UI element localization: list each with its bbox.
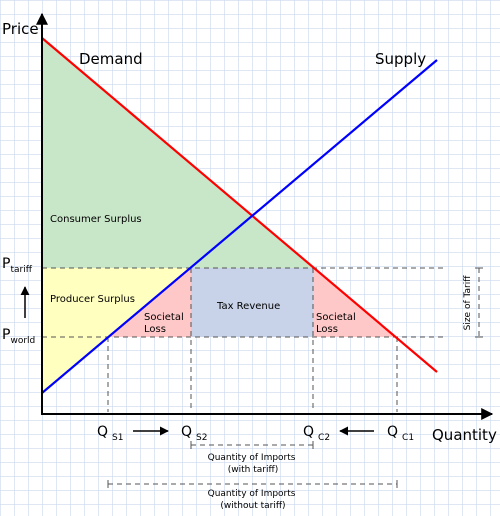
producer-surplus-region	[42, 268, 191, 337]
imports-without-tariff-line1: Quantity of Imports	[208, 489, 296, 499]
qc1-label: Q C1	[387, 424, 414, 443]
qc2-sub: C2	[318, 433, 330, 443]
qc2-main: Q	[303, 424, 314, 440]
demand-label: Demand	[79, 50, 143, 68]
supply-curve	[41, 59, 438, 394]
qs1-main: Q	[97, 424, 108, 440]
p-tariff-label: Ptariff	[2, 256, 33, 275]
qs2-label: Q S2	[181, 424, 207, 443]
qc1-sub: C1	[402, 433, 414, 443]
consumer-surplus-label: Consumer Surplus	[50, 214, 142, 225]
size-of-tariff-label: Size of Tariff	[463, 275, 473, 331]
producer-surplus-label: Producer Surplus	[50, 294, 135, 305]
imports-with-tariff-label: Quantity of Imports (with tariff)	[208, 453, 299, 475]
imports-with-tariff-line1: Quantity of Imports	[208, 453, 296, 463]
imports-without-tariff-label: Quantity of Imports (without tariff)	[208, 489, 299, 511]
societal-loss-left-label: Societal Loss	[144, 312, 187, 335]
supply-label: Supply	[375, 50, 426, 68]
p-world-main: P	[2, 327, 10, 343]
tax-revenue-region	[191, 268, 313, 337]
qs2-sub: S2	[196, 433, 207, 443]
p-tariff-main: P	[2, 256, 10, 272]
qc2-label: Q C2	[303, 424, 330, 443]
qc1-main: Q	[387, 424, 398, 440]
p-tariff-sub: tariff	[10, 265, 32, 275]
y-axis-label: Price	[2, 20, 39, 38]
societal-loss-right-line1: Societal	[316, 312, 356, 323]
p-world-label: Pworld	[2, 327, 35, 346]
imports-without-tariff-line2: (without tariff)	[220, 501, 285, 511]
qs2-main: Q	[181, 424, 192, 440]
demand-curve	[41, 37, 438, 373]
societal-loss-right-line2: Loss	[316, 324, 338, 335]
societal-loss-left-line2: Loss	[144, 324, 166, 335]
qs1-label: Q S1	[97, 424, 123, 443]
x-axis-label: Quantity	[432, 426, 497, 444]
p-world-sub: world	[10, 336, 35, 346]
societal-loss-left-line1: Societal	[144, 312, 184, 323]
tax-revenue-label: Tax Revenue	[216, 301, 280, 312]
qs1-sub: S1	[112, 433, 123, 443]
societal-loss-right-label: Societal Loss	[316, 312, 359, 335]
imports-with-tariff-line2: (with tariff)	[228, 465, 278, 475]
